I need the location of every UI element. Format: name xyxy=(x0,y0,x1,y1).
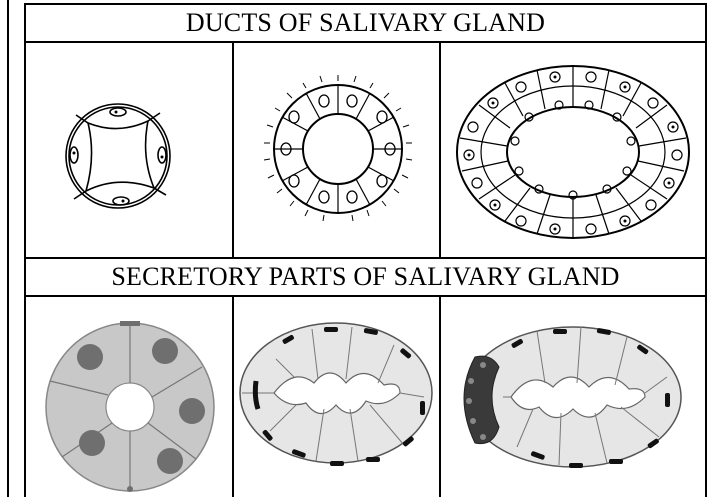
secretory-header: SECRETORY PARTS OF SALIVARY GLAND xyxy=(24,259,707,295)
table-border-right xyxy=(705,3,707,497)
secretory-cell-3 xyxy=(441,297,705,497)
duct-cell-2 xyxy=(234,43,439,257)
intercalated-duct-figure xyxy=(26,43,232,257)
secretory-cell-2 xyxy=(234,297,439,497)
serous-acinus-figure xyxy=(26,297,232,497)
striated-duct-figure xyxy=(234,43,439,257)
gland-table: DUCTS OF SALIVARY GLAND SECRETORY PARTS … xyxy=(24,3,707,497)
duct-cell-3 xyxy=(441,43,705,257)
mucous-acinus-figure xyxy=(234,297,439,497)
ducts-header: DUCTS OF SALIVARY GLAND xyxy=(24,5,707,41)
mixed-acinus-with-demilune-figure xyxy=(441,297,705,497)
secretory-cell-1 xyxy=(26,297,232,497)
left-margin-line xyxy=(7,0,9,497)
duct-cell-1 xyxy=(26,43,232,257)
excretory-duct-figure xyxy=(441,43,705,257)
